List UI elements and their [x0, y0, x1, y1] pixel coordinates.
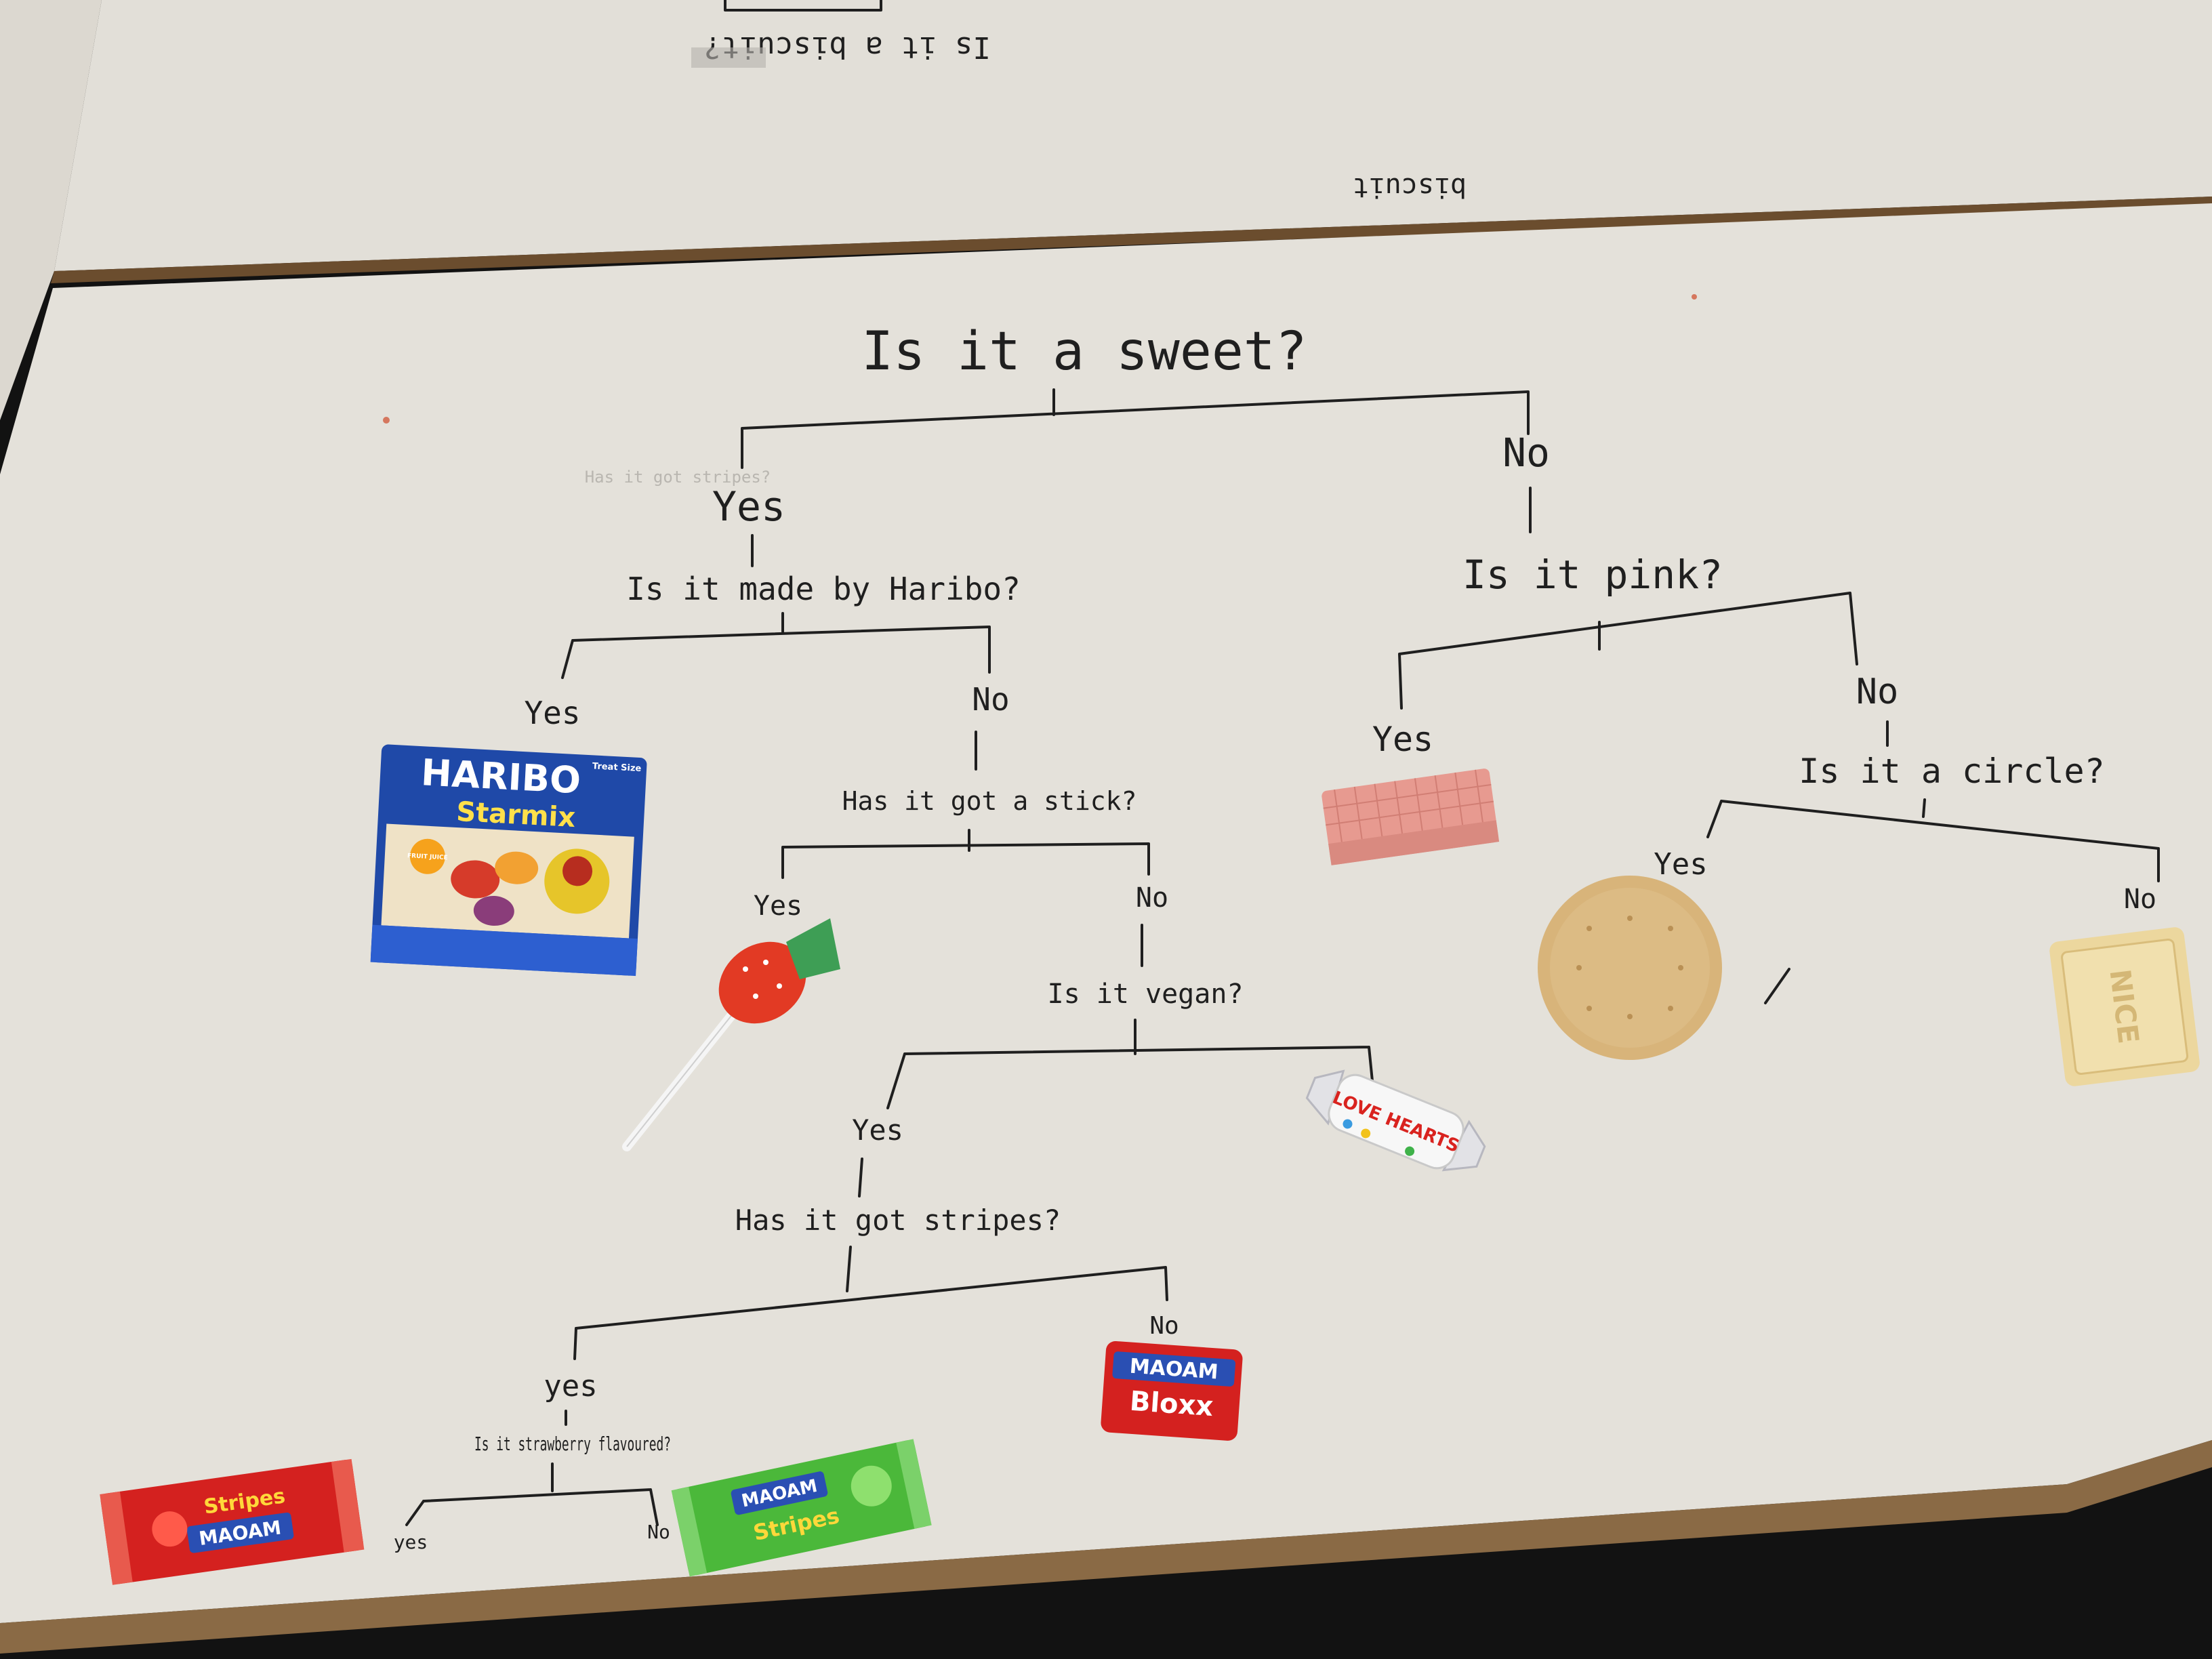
haribo-no-label: No [972, 681, 1009, 718]
pink-wafer-biscuit [1322, 769, 1500, 865]
erased-smudge [691, 47, 766, 68]
haribo-treat-text: Treat Size [592, 761, 642, 774]
haribo-yes-label: Yes [524, 695, 580, 731]
root-no-label: No [1502, 430, 1550, 476]
bloxx-product-text: Bloxx [1129, 1386, 1214, 1423]
strawberry-question-box: Is it strawberry flavoured? [474, 1433, 671, 1455]
straw-yes-label: yes [394, 1531, 428, 1553]
maoam-stripes-red-pack: MAOAM Stripes [100, 1458, 365, 1585]
haribo-starmix-pack: HARIBO Starmix Treat Size FRUIT JUICE [370, 744, 647, 977]
pink-branch [1398, 592, 1858, 710]
upper-table [54, 0, 2212, 271]
stick-yes-label: Yes [754, 890, 802, 922]
root-branch [741, 388, 1530, 469]
stick-question: Has it got a stick? [842, 786, 1137, 816]
vegan-yes-line [858, 1158, 863, 1197]
table-stain [383, 417, 390, 424]
table-stain-2 [1692, 294, 1697, 300]
table-gap [51, 197, 2212, 283]
upper-connector [724, 0, 882, 12]
pink-yes-label: Yes [1372, 720, 1433, 759]
pink-question: Is it pink? [1462, 552, 1723, 598]
maoam-stripes-green-pack: MAOAM Stripes [671, 1439, 932, 1577]
stripes-yes-label: yes [544, 1369, 597, 1404]
root-yes-label: Yes [712, 483, 785, 531]
stick-no-label: No [1136, 882, 1168, 914]
round-rich-tea-biscuit [1538, 876, 1722, 1060]
haribo-question: Is it made by Haribo? [626, 571, 1021, 607]
upper-label: biscuit [1353, 171, 1467, 203]
maoam-bloxx-pack: MAOAM Bloxx [1101, 1340, 1243, 1441]
haribo-branch [561, 612, 991, 679]
circle-question: Is it a circle? [1799, 752, 2105, 791]
haribo-brand-text: HARIBO [420, 751, 582, 802]
left-table-strip [0, 0, 102, 420]
vegan-question: Is it vegan? [1048, 979, 1244, 1010]
circle-no-label: No [2124, 884, 2156, 915]
strawberry-question-line: Is it strawberry flavoured? [474, 1433, 671, 1455]
vegan-yes-label: Yes [852, 1113, 903, 1147]
haribo-product-text: Starmix [455, 796, 576, 834]
vegan-branch [886, 1019, 1374, 1109]
main-table [0, 203, 2212, 1623]
stripes-branch [573, 1246, 1168, 1360]
stick-branch [781, 829, 1150, 879]
circle-branch [1706, 798, 2160, 882]
pen-mark [1764, 968, 1790, 1004]
root-question: Is it a sweet? [861, 321, 1307, 382]
nice-biscuit: NICE [2049, 927, 2200, 1086]
circle-yes-label: Yes [1654, 847, 1707, 882]
strawberry-lollipop [622, 918, 840, 1151]
straw-no-label: No [647, 1521, 670, 1543]
table-front-edge [0, 1440, 2212, 1654]
strawberry-branch [405, 1462, 659, 1526]
stripes-question: Has it got stripes? [735, 1204, 1061, 1237]
stripes-no-label: No [1149, 1312, 1179, 1340]
erased-note: Has it got stripes? [585, 468, 771, 487]
haribo-badge-text: FRUIT JUICE [407, 853, 448, 861]
pink-no-label: No [1856, 672, 1899, 712]
